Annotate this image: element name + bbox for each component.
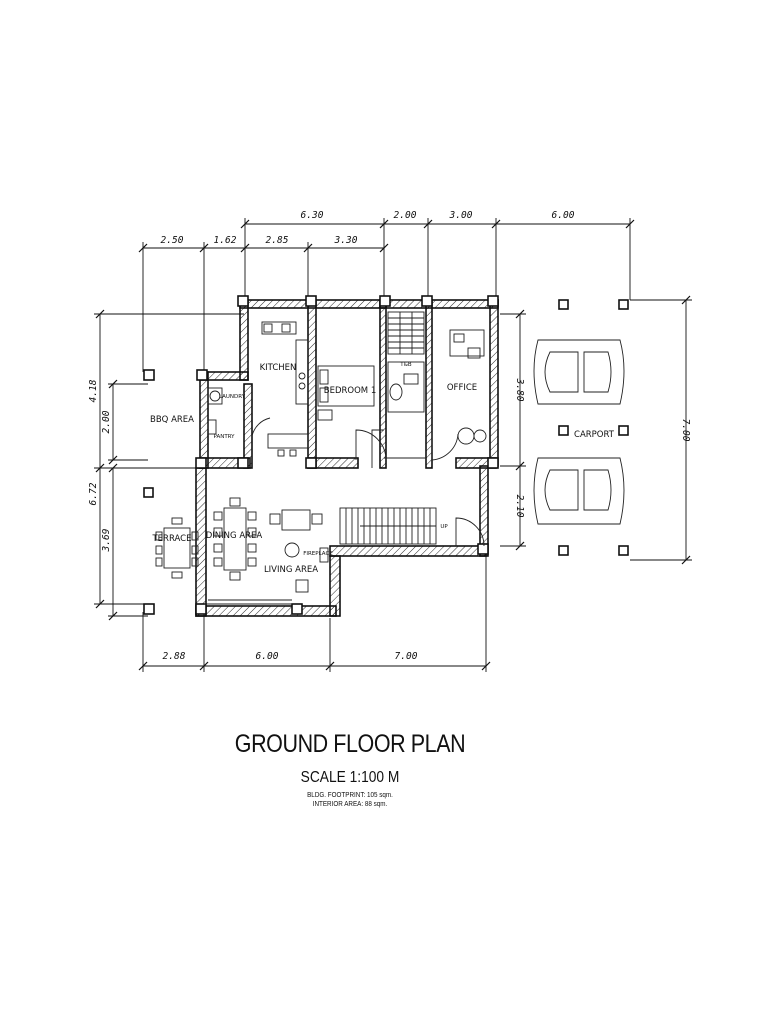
label-fireplace: FIREPLACE [303, 551, 333, 557]
terrace-table [155, 517, 199, 579]
dimension-labels: 6.30 2.00 3.00 6.00 2.50 1.62 2.85 3.30 … [88, 210, 691, 662]
office-furniture [449, 329, 487, 445]
bbq-fixtures [207, 419, 217, 435]
plan-scale: SCALE 1:100 M [300, 769, 400, 786]
dining-table [213, 497, 257, 581]
dim-right-2: 2.10 [514, 495, 525, 518]
dim-top-outer-1: 6.30 [301, 210, 324, 221]
dim-right-3: 7.00 [680, 419, 691, 442]
dim-top-inner-3: 2.85 [266, 235, 289, 246]
dim-top-outer-3: 3.00 [449, 210, 473, 221]
label-living: LIVING AREA [264, 565, 318, 575]
title-block: GROUND FLOOR PLAN SCALE 1:100 M BLDG. FO… [0, 728, 700, 809]
label-carport: CARPORT [574, 430, 615, 440]
interior-area-note: INTERIOR AREA: 88 sqm. [312, 801, 388, 808]
columns [143, 295, 629, 615]
toilet-fixtures [387, 361, 425, 413]
dim-left-4: 3.69 [101, 528, 112, 552]
dim-top-outer-2: 2.00 [394, 210, 417, 221]
label-kitchen: KITCHEN [260, 363, 297, 373]
dim-left-2: 2.00 [101, 410, 112, 433]
dim-bottom-1: 2.88 [163, 651, 186, 662]
label-tb: T&B [399, 362, 412, 368]
dim-top-inner-4: 3.30 [334, 235, 358, 246]
label-bedroom: BEDROOM 1 [324, 386, 376, 396]
label-laundry: LAUNDRY [219, 394, 246, 400]
dim-bottom-3: 7.00 [395, 651, 418, 662]
label-terrace: TERRACE [151, 534, 191, 544]
laundry-fixtures [207, 387, 223, 405]
footprint-note: BLDG. FOOTPRINT: 105 sqm. [307, 792, 393, 799]
bedroom-bed [317, 365, 375, 421]
label-bbq: BBQ AREA [150, 415, 194, 425]
staircase [339, 311, 437, 545]
dim-left-3: 6.72 [88, 482, 99, 505]
dim-top-outer-4: 6.00 [552, 210, 575, 221]
dim-left-1: 4.18 [88, 379, 99, 402]
plan-title: GROUND FLOOR PLAN [234, 730, 466, 758]
label-stair-up: UP [440, 524, 448, 530]
dimension-lines [94, 218, 692, 672]
dim-bottom-2: 6.00 [256, 651, 279, 662]
carport-cars [533, 339, 625, 525]
room-labels: KITCHEN BEDROOM 1 OFFICE CARPORT BBQ ARE… [150, 362, 615, 575]
label-office: OFFICE [447, 383, 477, 393]
dim-top-inner-2: 1.62 [214, 235, 237, 246]
dim-top-inner-1: 2.50 [161, 235, 184, 246]
label-pantry: PANTRY [213, 434, 235, 440]
doors [204, 417, 485, 605]
kitchen-fixtures [261, 321, 309, 457]
dim-right-1: 3.80 [514, 378, 525, 402]
label-dining: DINING AREA [206, 531, 263, 541]
living-furniture [269, 509, 329, 593]
